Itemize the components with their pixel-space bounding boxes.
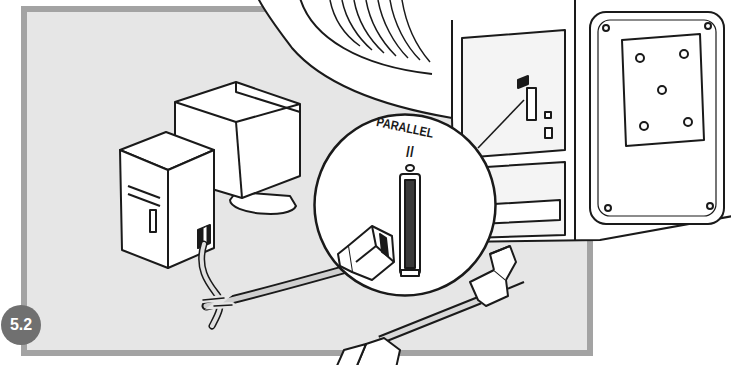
parallel-port <box>400 165 420 276</box>
port-symbol: // <box>406 145 414 159</box>
parallel-cable <box>202 244 350 326</box>
step-number-shape <box>1 305 41 345</box>
magnifier-circle-shape <box>315 115 496 296</box>
cable-plug <box>338 226 394 280</box>
computer <box>120 82 300 268</box>
leader-line <box>478 100 524 148</box>
step-number-text: 5.2 <box>10 317 32 333</box>
step-number: 5.2 <box>1 305 41 345</box>
